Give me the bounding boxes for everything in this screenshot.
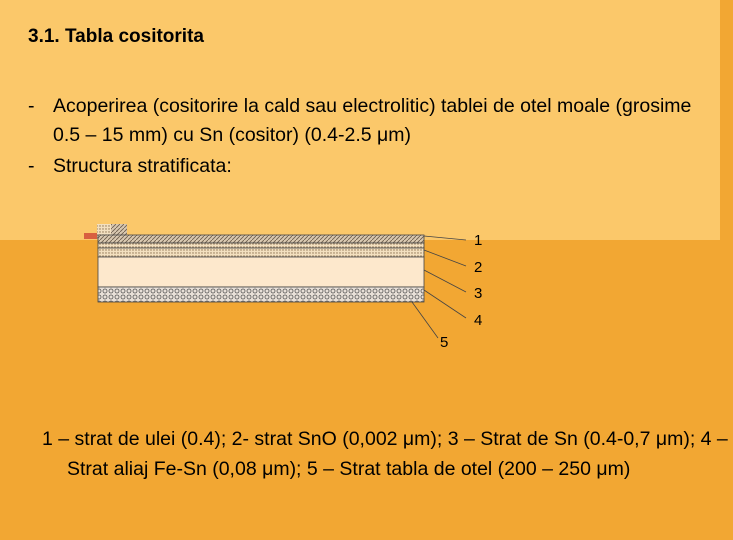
layer-3-sn (97, 247, 425, 258)
diagram-label-3: 3 (474, 285, 483, 302)
diagram-label-4: 4 (474, 312, 483, 329)
bullet-text: Acoperirea (cositorire la cald sau elect… (53, 95, 692, 146)
bullet-text: Structura stratificata: (53, 155, 232, 177)
leader-line-2 (423, 249, 467, 267)
bullet-structure: - Structura stratificata: (28, 152, 708, 181)
slide-title: 3.1. Tabla cositorita (28, 26, 204, 47)
layer-4-fe-sn-alloy (97, 256, 425, 288)
swatch-red (84, 233, 97, 239)
leader-line-5 (411, 301, 439, 339)
leader-line-3 (423, 269, 467, 293)
bullet-dash: - (28, 95, 35, 117)
layer-2-sno (97, 242, 425, 249)
slide-header-band (0, 0, 720, 240)
diagram-label-5: 5 (440, 334, 449, 351)
bullet-list: - Acoperirea (cositorire la cald sau ele… (28, 92, 708, 181)
bullet-coating: - Acoperirea (cositorire la cald sau ele… (28, 92, 708, 150)
diagram-label-2: 2 (474, 259, 483, 276)
layer-legend: 1 – strat de ulei (0.4); 2- strat SnO (0… (42, 428, 728, 480)
leader-line-1 (423, 235, 467, 241)
diagram-label-1: 1 (474, 232, 483, 249)
bullet-dash: - (28, 155, 35, 177)
layer-5-steel (97, 286, 425, 303)
layer-1-oil (97, 234, 425, 244)
leader-line-4 (423, 289, 467, 319)
